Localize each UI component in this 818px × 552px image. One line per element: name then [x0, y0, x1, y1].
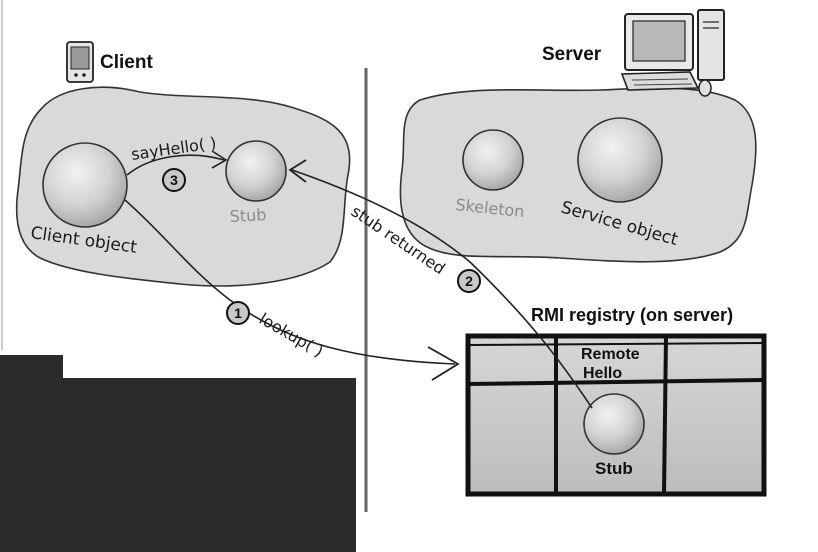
skeleton-sphere — [462, 129, 524, 191]
client-object-sphere — [42, 142, 128, 228]
svg-text:3: 3 — [170, 172, 178, 188]
lookup-label: lookup( ) — [256, 309, 327, 361]
registry-stub-sphere — [583, 393, 645, 455]
registry-hello-label: Hello — [583, 365, 622, 382]
step-2-badge: 2 — [457, 269, 481, 293]
rmi-registry-title: RMI registry (on server) — [531, 305, 733, 325]
say-hello-arrowhead — [211, 150, 228, 169]
say-hello-arrow — [126, 154, 225, 176]
service-object-sphere — [577, 117, 663, 203]
client-title: Client — [100, 52, 153, 73]
svg-text:2: 2 — [465, 273, 473, 289]
handheld-device-icon — [66, 41, 94, 83]
registry-stub-label: Stub — [595, 459, 633, 478]
desktop-computer-icon — [620, 9, 725, 97]
registry-remote-label: Remote — [581, 346, 640, 363]
server-cloud — [399, 87, 757, 263]
stub-label: Stub — [229, 205, 267, 226]
dark-block — [0, 355, 356, 552]
svg-text:1: 1 — [234, 305, 242, 321]
stub-returned-arrowhead — [288, 159, 307, 183]
stub-sphere — [225, 140, 287, 202]
stub-returned-arrow — [291, 169, 593, 409]
step-1-badge: 1 — [226, 301, 250, 325]
step-3-badge: 3 — [162, 168, 186, 192]
server-title: Server — [542, 44, 602, 65]
lookup-arrowhead — [427, 346, 460, 381]
